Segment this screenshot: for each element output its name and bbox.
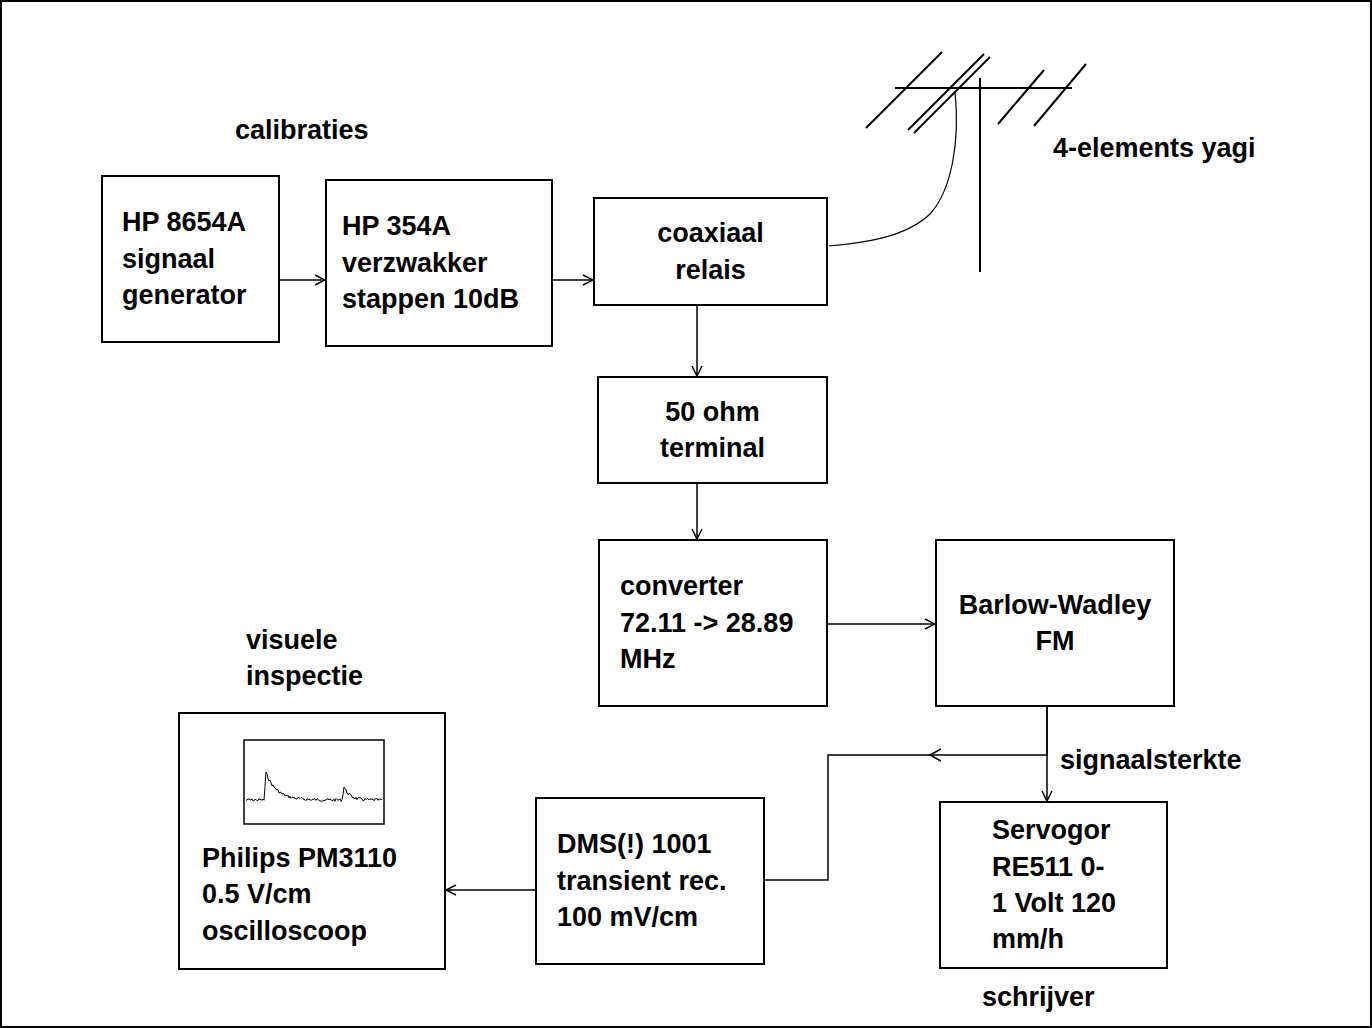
annotation-label: 4-elements yagi (1053, 130, 1256, 166)
box-text: HP 8654A signaal generator (122, 204, 272, 313)
process-box: DMS(!) 1001 transient rec. 100 mV/cm (535, 797, 765, 965)
antenna-mast (979, 78, 981, 272)
scope-screen (244, 740, 384, 824)
process-box: coaxiaal relais (593, 197, 828, 306)
antenna-element (908, 54, 984, 130)
signal-connector (280, 279, 325, 281)
antenna-element (998, 70, 1044, 124)
signal-connector (553, 279, 593, 281)
edge-label: signaalsterkte (1058, 742, 1244, 778)
process-box: HP 354A verzwakker stappen 10dB (325, 179, 553, 347)
process-box: Philips PM3110 0.5 V/cm oscilloscoop (178, 712, 446, 970)
signal-connector (696, 484, 698, 539)
scope-trace (246, 772, 382, 801)
box-text: Philips PM3110 0.5 V/cm oscilloscoop (202, 840, 432, 949)
box-text: HP 354A verzwakker stappen 10dB (342, 208, 542, 317)
box-text: Barlow-Wadley FM (948, 587, 1163, 660)
signal-connector (696, 306, 698, 376)
process-box: HP 8654A signaal generator (101, 175, 280, 343)
antenna-element (914, 57, 990, 133)
box-text: 50 ohm terminal (633, 394, 793, 467)
antenna-element (1034, 64, 1086, 126)
arrow-head (930, 749, 941, 761)
annotation-label: calibraties (235, 112, 369, 148)
box-text: DMS(!) 1001 transient rec. 100 mV/cm (557, 826, 747, 935)
process-box: 50 ohm terminal (597, 376, 828, 484)
signal-connector (828, 623, 935, 625)
box-text: Servogor RE511 0-1 Volt 120 mm/h (992, 812, 1119, 958)
box-text: converter 72.11 -> 28.89 MHz (620, 568, 805, 677)
annotation-label: visuele inspectie (246, 622, 396, 695)
signal-connector (446, 889, 535, 891)
process-box: converter 72.11 -> 28.89 MHz (598, 539, 828, 707)
annotation-label: schrijver (982, 979, 1095, 1015)
process-box: Servogor RE511 0-1 Volt 120 mm/h (939, 801, 1168, 969)
box-text: coaxiaal relais (631, 215, 791, 288)
process-box: Barlow-Wadley FM (935, 539, 1175, 707)
antenna-cable (829, 92, 956, 246)
antenna-boom (895, 87, 1072, 89)
